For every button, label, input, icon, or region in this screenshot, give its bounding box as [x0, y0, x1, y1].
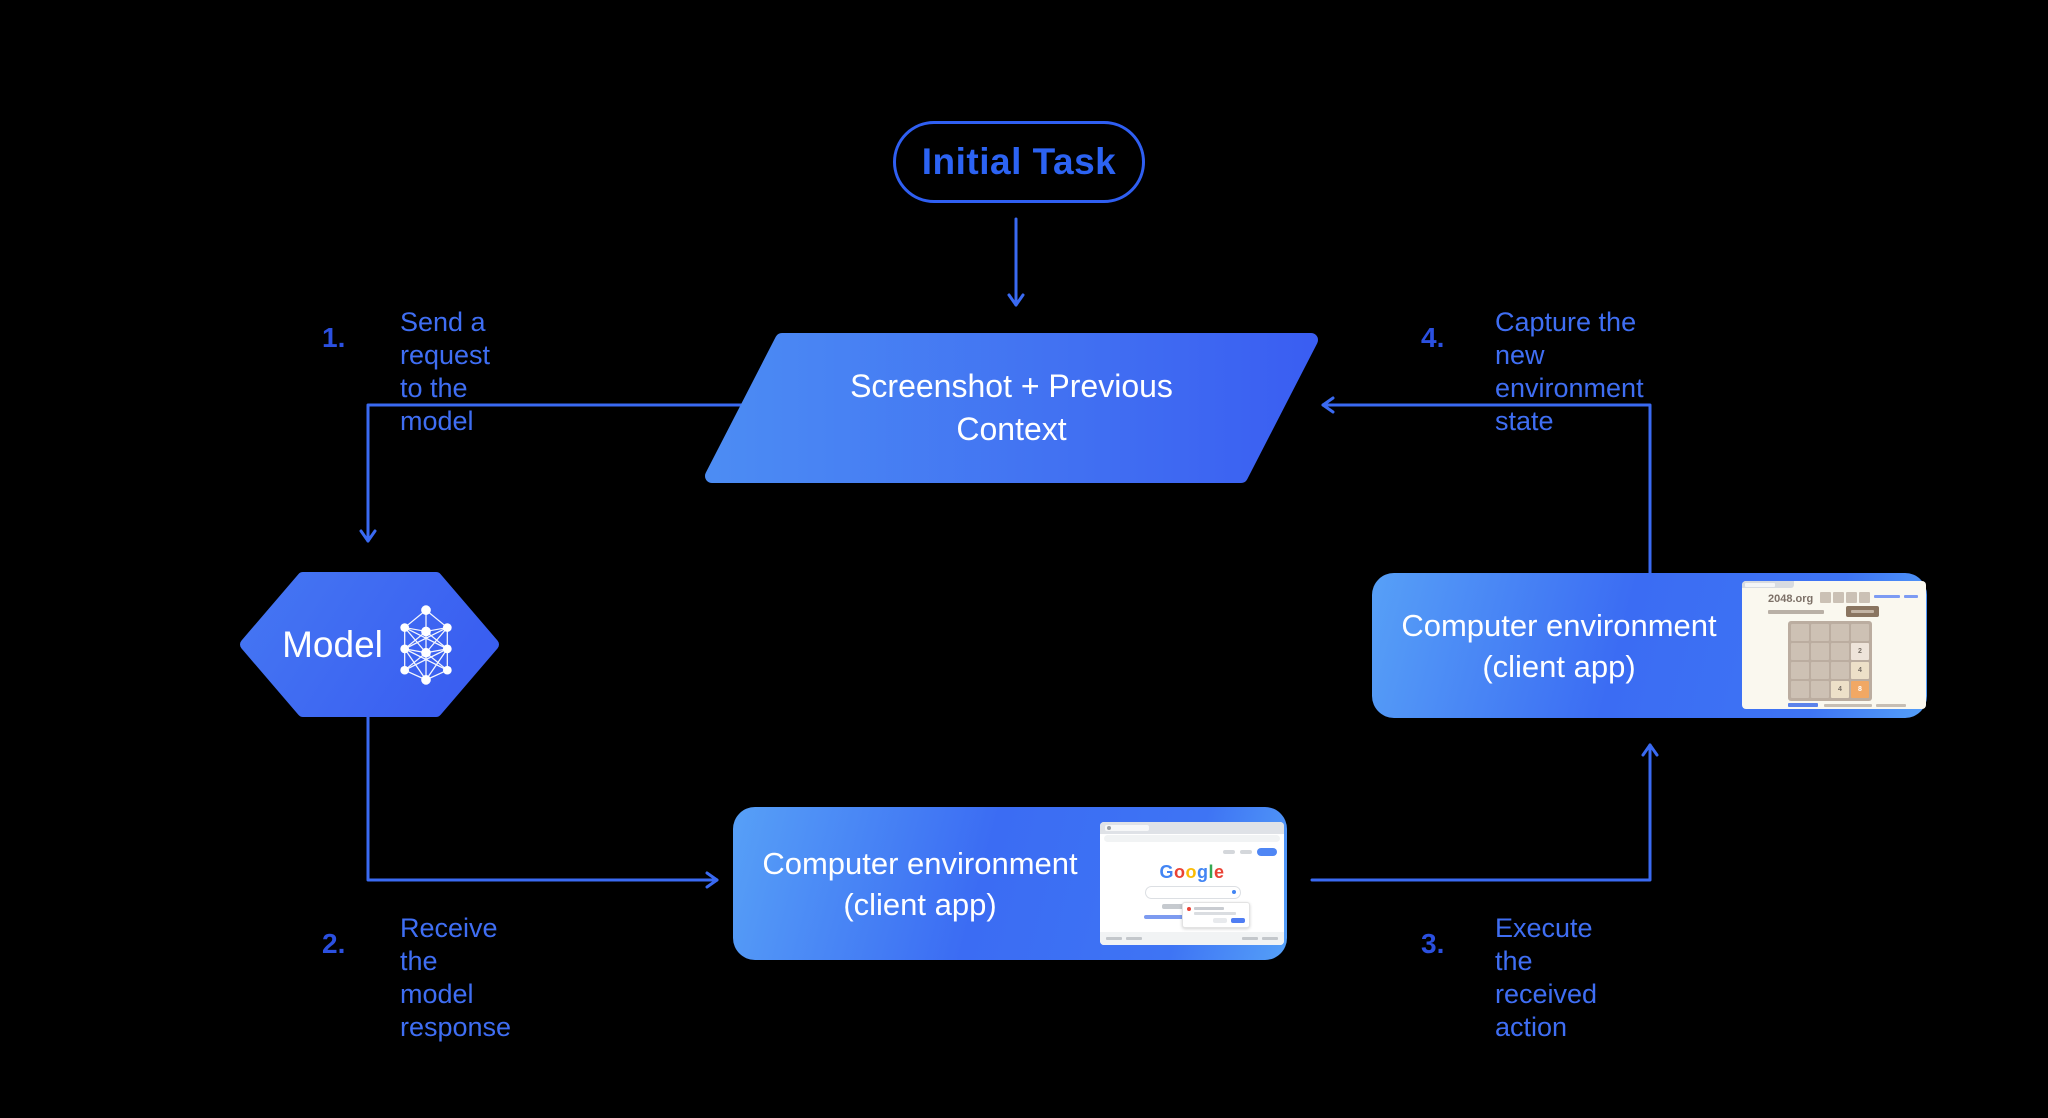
screenshot-context-label: Screenshot + Previous Context	[850, 368, 1173, 447]
hexagon-shape	[240, 572, 499, 717]
screenshot-context-node: Screenshot + Previous Context	[705, 333, 1318, 483]
address-bar	[1104, 835, 1280, 842]
computer-environment-right-node: Computer environment (client app) 2048.o…	[1372, 573, 1927, 718]
step-number: 4.	[1421, 322, 1445, 353]
arrow-env-bottom-to-env-right	[1310, 743, 1659, 882]
footer-link-bar	[1788, 703, 1818, 707]
step-text: Capture the new environment state	[1495, 307, 1644, 436]
footer-text-bar	[1876, 704, 1906, 707]
score-tile	[1859, 592, 1870, 603]
header-link-bar	[1223, 850, 1235, 854]
model-label: Model	[282, 623, 383, 665]
arrow-model-to-env-bottom	[366, 712, 719, 889]
step-text: Execute the received action	[1495, 913, 1598, 1042]
footer-bar	[1100, 932, 1284, 945]
step-number: 1.	[322, 322, 346, 353]
browser-tab-strip	[1742, 581, 1794, 588]
neural-network-icon	[400, 604, 452, 685]
step-number: 2.	[322, 928, 346, 959]
step-number: 3.	[1421, 928, 1445, 959]
model-node: Model	[239, 571, 500, 718]
browser-chrome-bar	[1100, 822, 1284, 834]
mic-icon	[1232, 890, 1236, 894]
initial-task-node: Initial Task	[893, 121, 1145, 203]
game-2048-screenshot: 2048.org 2 4 4 8	[1742, 581, 1926, 709]
step-text: Send a request to the model	[400, 307, 491, 436]
computer-environment-right-label: Computer environment (client app)	[1401, 607, 1717, 684]
game-2048-grid: 2 4 4 8	[1788, 621, 1872, 701]
computer-environment-bottom-label: Computer environment (client app)	[762, 845, 1078, 922]
dialog-primary-button	[1231, 918, 1245, 923]
header-link-bar	[1240, 850, 1252, 854]
new-game-button	[1846, 606, 1879, 617]
score-tile	[1820, 592, 1831, 603]
tile-4: 4	[1831, 681, 1849, 698]
header-link	[1904, 595, 1918, 598]
tile-4: 4	[1851, 662, 1869, 679]
sign-in-button	[1257, 848, 1277, 856]
google-homepage-screenshot: Google	[1100, 822, 1284, 945]
step-text: Receive the model response	[400, 913, 512, 1042]
tile-8: 8	[1851, 681, 1869, 698]
cookie-dialog	[1182, 902, 1250, 928]
score-tile	[1833, 592, 1844, 603]
google-search-button	[1162, 904, 1188, 909]
computer-environment-bottom-node: Computer environment (client app) Google	[733, 807, 1287, 960]
dialog-secondary-button	[1213, 918, 1227, 923]
footer-text-bar	[1824, 704, 1872, 707]
header-link	[1874, 595, 1900, 598]
google-logo: Google	[1159, 862, 1225, 882]
initial-task-label: Initial Task	[921, 141, 1117, 182]
score-tile	[1846, 592, 1857, 603]
tile-2: 2	[1851, 643, 1869, 660]
search-input	[1145, 886, 1241, 899]
site-title: 2048.org	[1768, 593, 1814, 605]
subtitle-text-bar	[1768, 610, 1824, 614]
